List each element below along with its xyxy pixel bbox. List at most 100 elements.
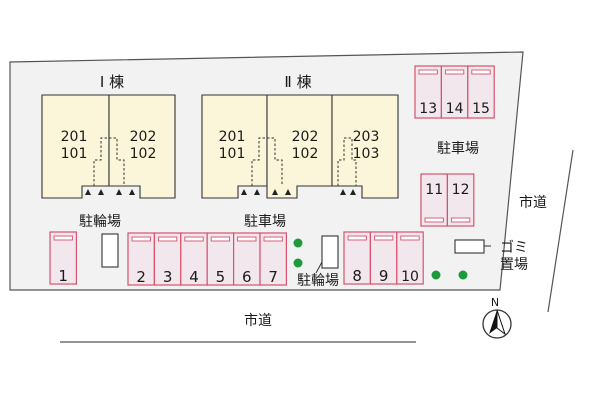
unit-1-202: 202	[130, 129, 157, 145]
parking-space-outline	[153, 232, 182, 286]
parking-space-1: 1	[49, 231, 77, 285]
unit-2-202: 202	[292, 129, 319, 145]
parking-space-number: 5	[216, 268, 226, 286]
south-road-label: 市道	[244, 312, 272, 329]
parking-space-outline	[343, 231, 371, 285]
unit-2-103: 103	[353, 146, 380, 162]
parking-space-stop	[424, 217, 444, 223]
parking-space-number: 9	[379, 267, 389, 285]
parking-space-outline	[206, 232, 235, 286]
unit-2-201: 201	[219, 129, 246, 145]
parking-space-number: 6	[242, 268, 252, 286]
tree-2	[293, 258, 303, 268]
parking-space-number: 11	[425, 182, 443, 198]
building-2-unit-3	[331, 94, 399, 199]
parking-space-stop	[347, 235, 367, 241]
north-arrow-pointer	[489, 310, 497, 334]
parking-space-number: 1	[58, 267, 68, 285]
east-road-line-outer	[547, 149, 574, 313]
parking-space-number: 8	[352, 267, 362, 285]
parking-space-number: 7	[268, 268, 278, 286]
north-arrow-pointer-light	[496, 309, 506, 336]
parking-space-stop	[53, 235, 73, 241]
tree-1	[293, 238, 303, 248]
unit-2-101: 101	[219, 146, 246, 162]
unit-1-102: 102	[130, 146, 157, 162]
tree-3	[431, 270, 441, 280]
parking-space-number: 10	[401, 269, 419, 285]
parking-space-stop	[263, 236, 283, 242]
east-road-label: 市道	[519, 194, 547, 211]
parking-space-number: 14	[446, 101, 464, 117]
parking-space-7: 7	[259, 232, 287, 286]
building-2-entrances	[241, 189, 356, 195]
parking-space-outline	[233, 232, 261, 286]
parking-space-outline	[467, 65, 495, 119]
north-label: N	[491, 296, 499, 309]
parking-space-12: 12	[446, 173, 475, 227]
parking-space-stop	[418, 69, 438, 75]
parking-space-outline	[49, 231, 77, 285]
parking-space-9: 9	[369, 231, 398, 285]
building-2-stair-a	[251, 137, 283, 186]
unit-1-201: 201	[61, 129, 88, 145]
tree-4	[458, 270, 468, 280]
parking-space-stop	[131, 236, 151, 242]
parking-space-stop	[450, 217, 471, 223]
parking-space-number: 15	[472, 101, 490, 117]
north-arrow: N	[482, 296, 512, 339]
parking-space-outline	[369, 231, 398, 285]
bicycle-rack-1	[101, 233, 119, 268]
parking-space-stop	[400, 235, 420, 241]
bicycle-parking-label-2: 駐輪場	[297, 272, 339, 289]
car-parking-label-east: 駐車場	[437, 140, 479, 157]
parking-space-number: 2	[136, 268, 146, 286]
building-1-entrances	[85, 189, 135, 195]
parking-space-number: 13	[419, 101, 437, 117]
bicycle-rack-2-leader	[315, 261, 323, 274]
parking-space-2: 2	[127, 232, 155, 286]
building-1-unit-2	[108, 94, 176, 199]
bicycle-parking-label-1: 駐輪場	[79, 213, 121, 230]
car-parking-label-center: 駐車場	[244, 213, 286, 230]
parking-space-outline	[127, 232, 155, 286]
building-2: Ⅱ 棟 201 101 202 102 203 103	[201, 73, 399, 199]
parking-space-6: 6	[233, 232, 261, 286]
parking-space-outline	[259, 232, 287, 286]
parking-space-stop	[373, 235, 394, 241]
parking-space-stop	[444, 69, 465, 75]
garbage-place-label: 置場	[500, 257, 528, 273]
garbage-station	[454, 239, 485, 254]
parking-space-stop	[157, 236, 178, 242]
parking-space-4: 4	[180, 232, 208, 286]
parking-space-13: 13	[414, 65, 442, 119]
parking-space-stop	[471, 69, 491, 75]
parking-space-11: 11	[420, 173, 448, 227]
parking-space-outline	[180, 232, 208, 286]
unit-2-203: 203	[353, 129, 380, 145]
parking-space-stop	[210, 236, 231, 242]
parking-space-5: 5	[206, 232, 235, 286]
parking-space-number: 3	[163, 268, 173, 286]
building-2-label: Ⅱ 棟	[284, 73, 311, 91]
parking-space-outline	[396, 231, 424, 285]
parking-space-14: 14	[440, 65, 469, 119]
building-1-label: Ⅰ 棟	[100, 73, 124, 91]
parking-space-outline	[446, 173, 475, 227]
building-1: Ⅰ 棟 201 101 202 102	[41, 73, 176, 199]
parking-space-3: 3	[153, 232, 182, 286]
parking-space-stop	[184, 236, 204, 242]
parking-space-10: 10	[396, 231, 424, 285]
unit-2-102: 102	[292, 146, 319, 162]
bicycle-rack-2	[321, 235, 339, 269]
parking-space-number: 4	[189, 268, 199, 286]
parking-space-stop	[237, 236, 257, 242]
parking-space-8: 8	[343, 231, 371, 285]
parking-space-15: 15	[467, 65, 495, 119]
building-1-stair	[93, 137, 125, 186]
garbage-label: ゴミ	[500, 239, 528, 256]
unit-1-101: 101	[61, 146, 88, 162]
parking-space-number: 12	[452, 182, 470, 198]
building-2-stair-b	[337, 137, 357, 186]
